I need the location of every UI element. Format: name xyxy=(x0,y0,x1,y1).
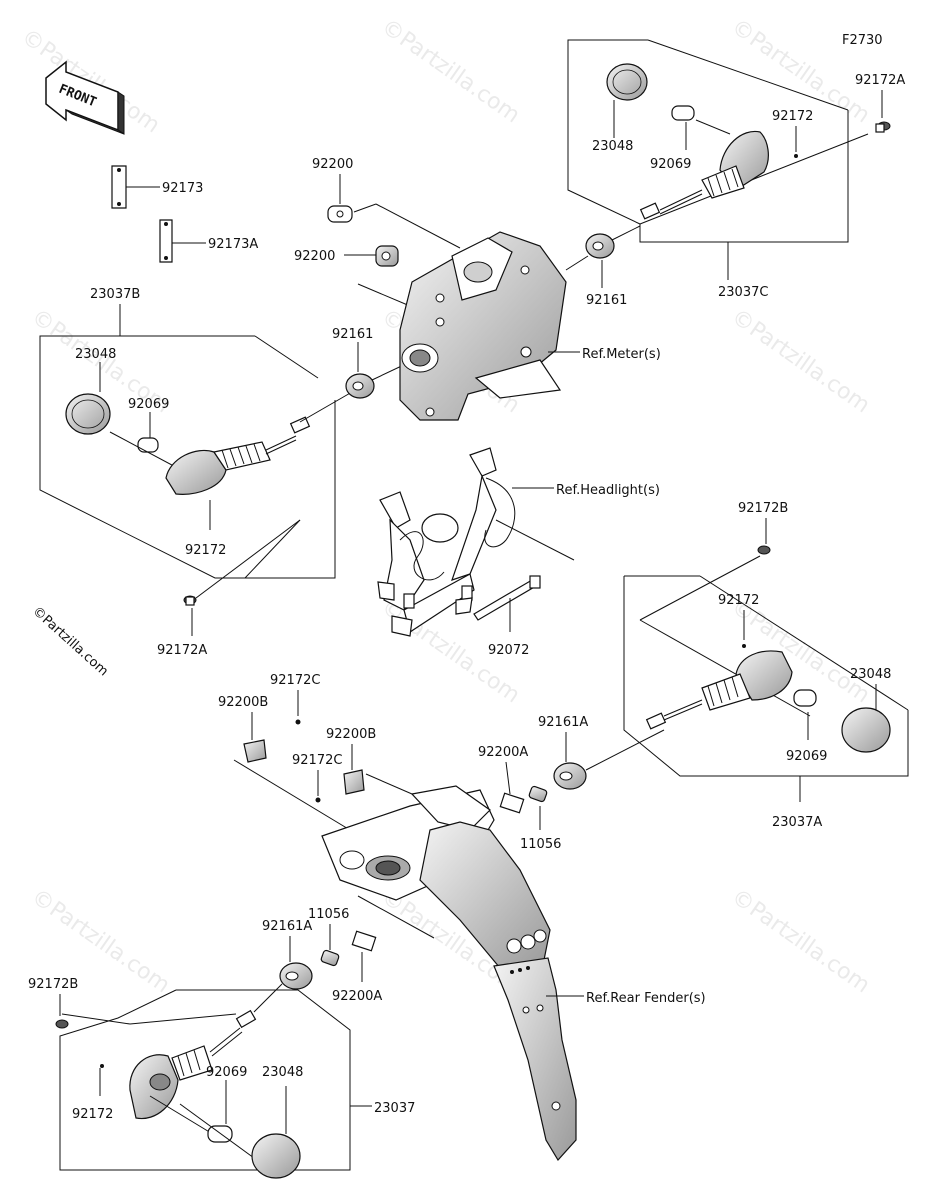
strap-92173a xyxy=(159,219,173,263)
grommet-92161-center xyxy=(345,373,375,399)
callout-92172b-right: 92172B xyxy=(738,501,788,516)
meter-bracket xyxy=(399,231,567,421)
nut-11056-right xyxy=(528,785,548,803)
callout-92172a-left: 92172A xyxy=(157,643,207,658)
rear-fender xyxy=(321,785,577,1162)
figure-code: F2730 xyxy=(842,33,883,48)
strap-92173 xyxy=(111,165,127,209)
callout-92161a-left: 92161A xyxy=(262,919,312,934)
screw-92172-topright xyxy=(794,154,798,158)
bulb-92069-left xyxy=(137,437,159,453)
turn-signal-housing-left xyxy=(165,416,311,495)
turn-signal-housing-bottomleft xyxy=(129,1009,257,1120)
screw-92172b-left xyxy=(55,1019,69,1029)
cable-tie-92072 xyxy=(473,575,541,621)
callout-92069-left: 92069 xyxy=(128,397,169,412)
plate-92200a-right xyxy=(499,792,525,814)
bracket-92200b-left xyxy=(243,739,267,763)
screw-92172c-mid xyxy=(315,797,321,803)
screw-92172b-right xyxy=(757,545,771,555)
callout-11056-left: 11056 xyxy=(308,907,349,922)
turn-signal-housing-topright xyxy=(639,130,769,220)
lens-23048-bottom xyxy=(251,1133,301,1179)
screw-92172-right xyxy=(742,644,746,648)
callout-92172a-topright: 92172A xyxy=(855,73,905,88)
grommet-92161-right xyxy=(585,233,615,259)
screw-92172a-topright xyxy=(875,121,891,133)
callout-23037b: 23037B xyxy=(90,287,140,302)
grommet-92161a-right xyxy=(553,762,587,790)
callout-92172c-top: 92172C xyxy=(270,673,320,688)
ref-meter: Ref.Meter(s) xyxy=(582,347,661,362)
copyright-text: ©Partzilla.com xyxy=(29,604,111,680)
watermark: ©Partzilla.com xyxy=(377,14,525,128)
grommet-92161a-left xyxy=(279,962,313,990)
callout-92172-topright: 92172 xyxy=(772,109,813,124)
watermark: ©Partzilla.com xyxy=(727,884,875,998)
callout-23037a: 23037A xyxy=(772,815,822,830)
callout-92069-topright: 92069 xyxy=(650,157,691,172)
callout-92161a-right: 92161A xyxy=(538,715,588,730)
callout-92069-bottom: 92069 xyxy=(206,1065,247,1080)
callout-23037: 23037 xyxy=(374,1101,415,1116)
screw-92172a-left xyxy=(183,595,197,606)
callout-92173a: 92173A xyxy=(208,237,258,252)
callout-92200b-left: 92200B xyxy=(218,695,268,710)
turn-signal-housing-right xyxy=(645,650,793,730)
callout-92200b-mid: 92200B xyxy=(326,727,376,742)
callout-92072: 92072 xyxy=(488,643,529,658)
lens-23048-right xyxy=(841,707,891,753)
bulb-92069-right xyxy=(793,689,817,707)
callout-23048-left: 23048 xyxy=(75,347,116,362)
callout-92200a-left: 92200A xyxy=(332,989,382,1004)
callout-92172-right: 92172 xyxy=(718,593,759,608)
watermark: ©Partzilla.com xyxy=(727,304,875,418)
callout-23048-bottom: 23048 xyxy=(262,1065,303,1080)
bracket-92200b-mid xyxy=(343,769,365,795)
callout-92161-center: 92161 xyxy=(332,327,373,342)
callout-92172-bottom: 92172 xyxy=(72,1107,113,1122)
lens-23048-topright xyxy=(606,63,648,101)
callout-92173: 92173 xyxy=(162,181,203,196)
callout-92200-top: 92200 xyxy=(312,157,353,172)
nut-11056-left xyxy=(320,949,340,967)
screw-92172c-top xyxy=(295,719,301,725)
screw-92172-bottom xyxy=(100,1064,104,1068)
callout-92200-mid: 92200 xyxy=(294,249,335,264)
callout-92172b-left: 92172B xyxy=(28,977,78,992)
callout-11056-right: 11056 xyxy=(520,837,561,852)
callout-92200a-right: 92200A xyxy=(478,745,528,760)
callout-92161-right: 92161 xyxy=(586,293,627,308)
ref-rear-fender: Ref.Rear Fender(s) xyxy=(586,991,706,1006)
bulb-92069-topright xyxy=(671,105,695,121)
callout-23037c: 23037C xyxy=(718,285,768,300)
callout-23048-right: 23048 xyxy=(850,667,891,682)
plate-92200a-left xyxy=(351,930,377,952)
headlight-stay xyxy=(377,447,516,637)
front-arrow-icon: FRONT xyxy=(45,60,125,135)
grommet-92200-mid xyxy=(375,245,399,267)
callout-92172c-mid: 92172C xyxy=(292,753,342,768)
lens-23048-left xyxy=(65,393,111,435)
callout-92069-right: 92069 xyxy=(786,749,827,764)
callout-92172-left: 92172 xyxy=(185,543,226,558)
callout-23048-topright: 23048 xyxy=(592,139,633,154)
ref-headlight: Ref.Headlight(s) xyxy=(556,483,660,498)
grommet-92200-top xyxy=(327,205,353,223)
